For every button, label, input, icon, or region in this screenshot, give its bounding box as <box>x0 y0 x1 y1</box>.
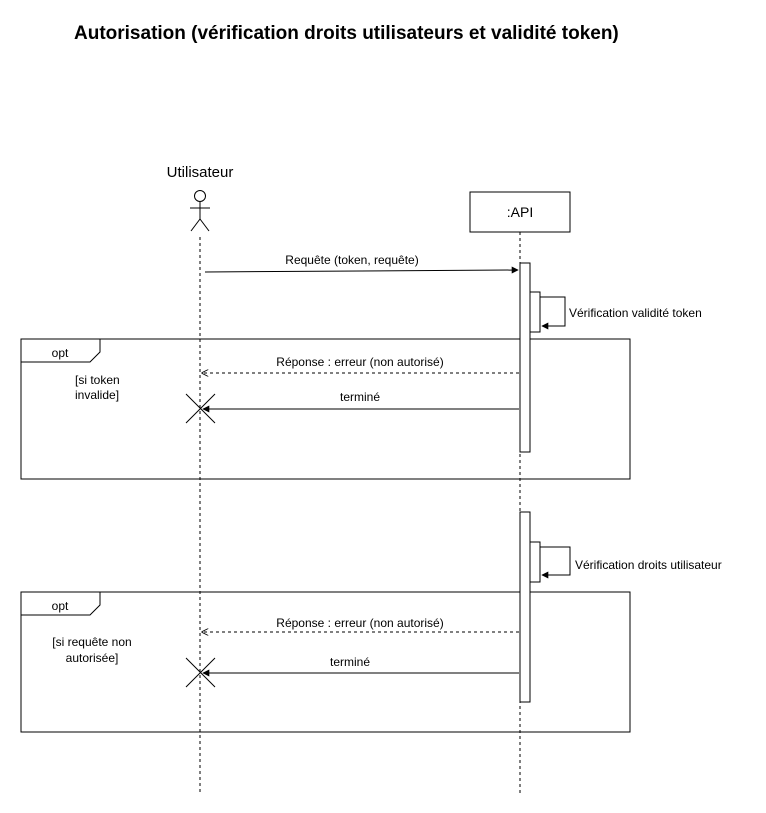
fragment-guard-label: invalide] <box>75 388 119 402</box>
message-terminate: terminé <box>202 390 519 413</box>
message-label: Requête (token, requête) <box>285 253 418 267</box>
destroy-x-icon <box>185 393 216 424</box>
opt-fragment-1: opt [si token invalide] <box>20 338 631 480</box>
fragment-operator-label: opt <box>52 599 69 613</box>
participant-label-api: :API <box>507 204 533 220</box>
message-return-error: Réponse : erreur (non autorisé) <box>202 616 519 632</box>
activation-bar-api <box>519 262 531 453</box>
message-label: Réponse : erreur (non autorisé) <box>276 355 443 369</box>
message-self-check-token: Vérification validité token <box>540 296 702 330</box>
fragment-guard-label: autorisée] <box>66 651 119 665</box>
message-label: Réponse : erreur (non autorisé) <box>276 616 443 630</box>
message-terminate: terminé <box>202 655 519 677</box>
message-self-check-rights: Vérification droits utilisateur <box>540 546 722 579</box>
participant-box-api <box>469 191 571 233</box>
actor-label-user: Utilisateur <box>167 164 234 181</box>
fragment-operator-label: opt <box>52 346 69 360</box>
activation-bar-self-call <box>529 541 541 583</box>
message-return-error: Réponse : erreur (non autorisé) <box>202 355 519 373</box>
message-label: Vérification droits utilisateur <box>575 558 722 572</box>
diagram-title: Autorisation (vérification droits utilis… <box>74 23 619 44</box>
actor-stick-figure-icon <box>190 190 210 232</box>
message-label: Vérification validité token <box>569 306 702 320</box>
activation-bar-api <box>519 511 531 703</box>
destroy-x-icon <box>185 657 216 688</box>
fragment-guard-label: [si requête non <box>52 635 131 649</box>
message-request: Requête (token, requête) <box>204 253 519 274</box>
message-label: terminé <box>340 390 380 404</box>
message-label: terminé <box>330 655 370 669</box>
fragment-guard-label: [si token <box>75 373 120 387</box>
opt-fragment-2: opt [si requête non autorisée] <box>20 591 631 733</box>
activation-bar-self-call <box>529 291 541 333</box>
